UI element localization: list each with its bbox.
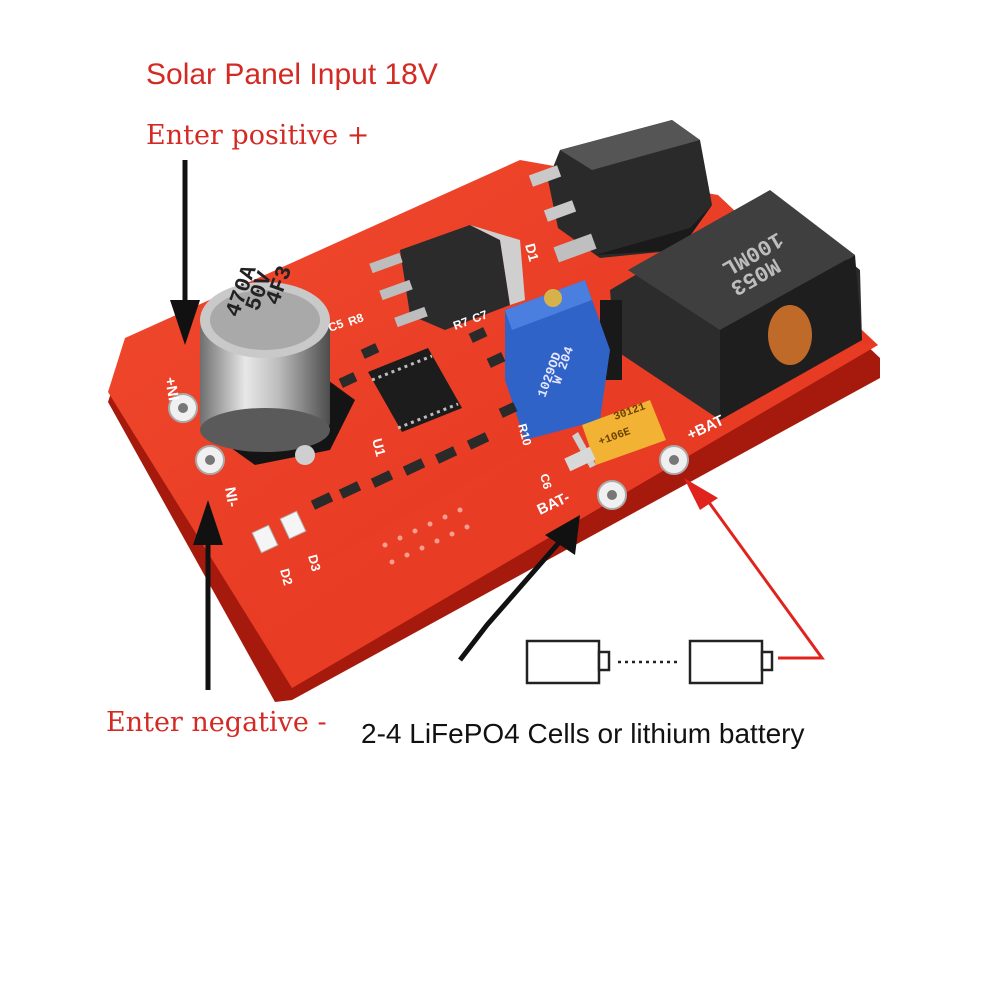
red-arrow [684, 478, 825, 660]
silk-u1: U1 [369, 437, 389, 459]
electrolytic-capacitor: 470A 50V 4F3 [200, 261, 355, 465]
black-arrows [170, 160, 580, 690]
ic-chip-u1 [368, 348, 462, 432]
silk-c6: C6 [537, 472, 555, 491]
silk-d1: D1 [522, 242, 542, 264]
vias [382, 507, 470, 565]
battery-diagram [525, 639, 774, 685]
silk-d3: D3 [305, 553, 324, 573]
battery-label: 2-4 LiFePO4 Cells or lithium battery [361, 718, 805, 749]
battery-cell-right [688, 639, 764, 685]
mosfet [369, 225, 525, 330]
silk-r10: R10 [515, 422, 534, 447]
silkscreen: +NI NI- +BAT BAT- U1 D1 D2 D3 C5 R8 R7 C… [161, 242, 727, 587]
silk-r7: R7 [451, 314, 471, 333]
silk-in-neg: NI- [221, 486, 241, 509]
silk-c7: C7 [470, 307, 490, 326]
negative-label: Enter negative - [106, 707, 327, 738]
positive-label: Enter positive + [146, 120, 370, 151]
silk-c5: C5 [326, 316, 346, 335]
leds [251, 510, 307, 554]
terminal-pads [168, 393, 689, 510]
silk-d2: D2 [277, 567, 296, 587]
smd-components [310, 327, 596, 510]
silk-r8: R8 [346, 310, 366, 329]
battery-cell-left [525, 639, 601, 685]
inductor: 100ML M053 [600, 190, 862, 420]
trimmer-potentiometer: W 204 1029OD [505, 280, 610, 440]
title-label: Solar Panel Input 18V [146, 58, 438, 91]
silk-in-pos: +NI [161, 376, 182, 402]
